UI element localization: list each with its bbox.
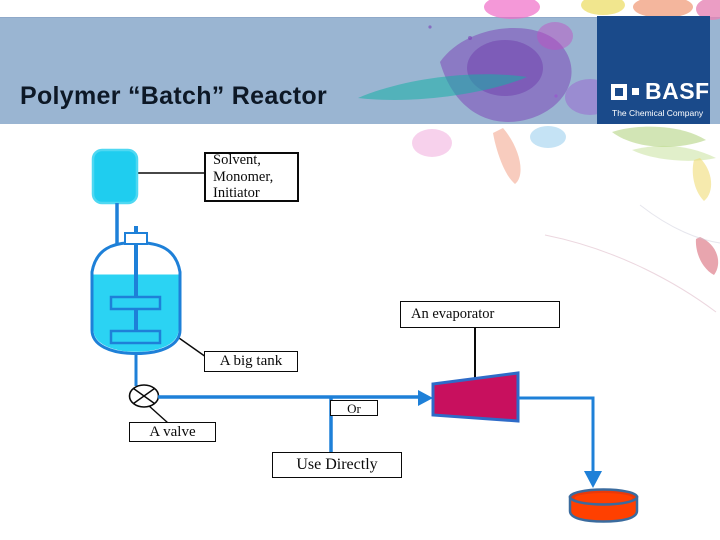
label-feed-mixture: Solvent, Monomer, Initiator (204, 152, 299, 202)
splash-blue-faded (530, 126, 566, 148)
feed-label-line3: Initiator (213, 185, 260, 202)
pointer-line-big-tank (178, 337, 207, 358)
splash-teal-streak (358, 74, 527, 100)
splash-arc-line-2 (639, 204, 720, 244)
slide-title: Polymer “Batch” Reactor (20, 82, 327, 110)
splash-speck (428, 25, 432, 29)
drum-top-inner (574, 493, 633, 503)
agitator (109, 226, 162, 345)
pointer-line-valve (147, 404, 169, 424)
logo-solid-square-icon (632, 88, 639, 95)
valve-cross-2 (133, 387, 155, 405)
logo-tagline: The Chemical Company (612, 108, 704, 118)
agitator-blade-upper (109, 295, 162, 311)
label-valve: A valve (129, 422, 216, 442)
splash-rose-top (696, 0, 720, 20)
drum-arrow-icon (584, 471, 602, 488)
feed-label-line1: Solvent, (213, 152, 261, 169)
product-drum (568, 488, 639, 523)
label-or: Or (330, 400, 378, 416)
evaporator-arrow-icon (418, 390, 433, 406)
agitator-blade-lower (109, 329, 162, 345)
splash-pink-top (484, 0, 540, 19)
splash-arc-line (544, 234, 717, 313)
splash-speck (554, 94, 558, 98)
product-pipe (518, 396, 595, 472)
feed-label-line2: Monomer, (213, 168, 274, 185)
splash-magenta (537, 22, 573, 50)
splash-yellow-drip (692, 158, 712, 201)
splash-yellow-top (581, 0, 625, 15)
splash-pink-faded (412, 129, 452, 157)
splash-salmon-drip (493, 128, 521, 184)
logo-brand-text: BASF (645, 78, 710, 104)
basf-logo-mark-icon: BASF (611, 80, 710, 103)
shaft-seal (124, 232, 148, 245)
feed-tank-shape (91, 148, 139, 205)
splash-green-streak (612, 126, 706, 147)
splash-green-streak-2 (632, 145, 716, 161)
valve-icon (128, 384, 160, 408)
basf-logo: BASF The Chemical Company (597, 16, 710, 124)
label-big-tank: A big tank (204, 351, 298, 372)
label-evaporator: An evaporator (400, 301, 560, 328)
logo-hollow-square-icon (611, 83, 627, 100)
evaporator-shape (431, 371, 520, 423)
label-use-directly: Use Directly (272, 452, 402, 478)
splash-salmon-top (633, 0, 693, 18)
splash-speck (468, 36, 472, 40)
splash-red-drip (695, 237, 719, 275)
